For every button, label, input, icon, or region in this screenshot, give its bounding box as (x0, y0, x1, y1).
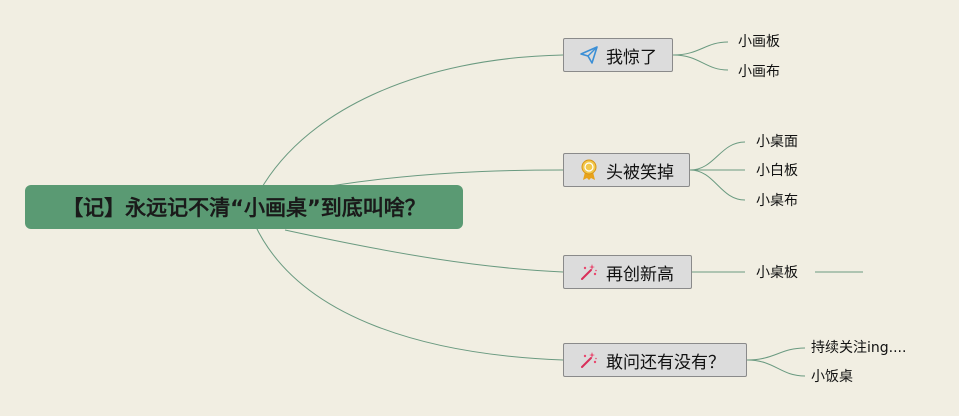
award-ribbon-icon (578, 159, 600, 181)
connector-b1-leaf-2 (672, 54, 729, 71)
leaf-topic-1-1[interactable]: 小画板 (738, 34, 780, 50)
leaf-topic-4-2[interactable]: 小饭桌 (811, 369, 853, 385)
connector-b2-leaf-1 (689, 141, 746, 171)
branch-topic-1[interactable]: 我惊了 (563, 38, 673, 72)
connector-b4-leaf-2 (746, 359, 806, 377)
root-topic-label: 【记】永远记不清“小画桌”到底叫啥？ (62, 196, 426, 220)
leaf-topic-2-2[interactable]: 小白板 (756, 163, 798, 179)
leaf-topic-2-1[interactable]: 小桌面 (756, 134, 798, 150)
sparkle-wand-icon (578, 261, 600, 283)
branch-topic-4-label: 敢问还有没有？ (606, 352, 725, 373)
connector-root-branch-1 (254, 54, 564, 201)
connector-b2-leaf-3 (689, 169, 746, 201)
branch-topic-3[interactable]: 再创新高 (563, 255, 692, 289)
root-topic[interactable]: 【记】永远记不清“小画桌”到底叫啥？ (25, 185, 463, 229)
connector-root-branch-2 (329, 169, 564, 187)
connector-b4-leaf-1 (746, 347, 806, 361)
branch-topic-1-label: 我惊了 (606, 47, 657, 68)
connector-root-branch-3 (284, 229, 564, 273)
leaf-topic-3-1[interactable]: 小桌板 (756, 265, 798, 281)
sparkle-wand-icon (578, 349, 600, 371)
leaf-topic-2-3[interactable]: 小桌布 (756, 193, 798, 209)
leaf-topic-4-1[interactable]: 持续关注ing.... (811, 340, 907, 356)
branch-topic-4[interactable]: 敢问还有没有？ (563, 343, 747, 377)
paper-plane-icon (578, 44, 600, 66)
leaf-topic-1-2[interactable]: 小画布 (738, 64, 780, 80)
branch-topic-3-label: 再创新高 (606, 264, 674, 285)
connector-b1-leaf-1 (672, 41, 729, 56)
branch-topic-2-label: 头被笑掉 (606, 162, 674, 183)
connector-root-branch-4 (254, 224, 564, 361)
branch-topic-2[interactable]: 头被笑掉 (563, 153, 690, 187)
